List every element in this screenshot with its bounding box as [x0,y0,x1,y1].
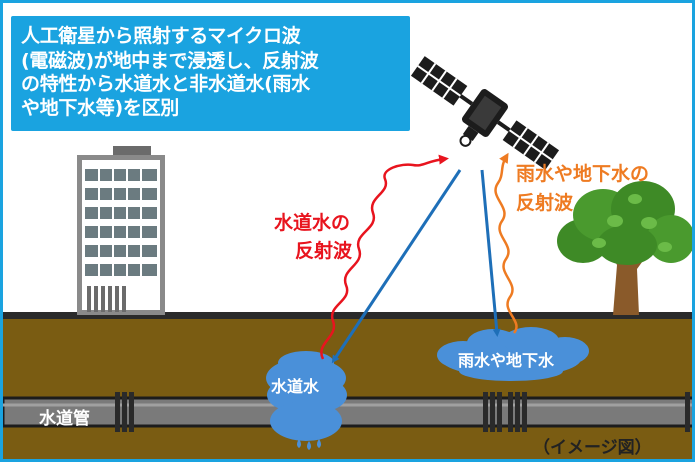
water-pipe-label: 水道管 [39,409,90,429]
water-drop-icon [297,439,321,450]
rain-water-reflected-wave [494,152,518,334]
building-icon [77,146,165,315]
explanation-callout: 人工衛星から照射するマイクロ波 (電磁波)が地中まで浸透し、反射波 の特性から水… [11,16,410,131]
incident-wave-to-tap-water [331,169,462,364]
tap-water-reflected-wave [320,154,449,360]
rain-reflect-label-line1: 雨水や地下水の [516,163,650,185]
callout-line-3: の特性から水道水と非水道水(雨水 [21,73,310,95]
ground-surface-line [3,312,692,319]
tap-reflect-label-line2: 反射波 [295,240,353,262]
callout-line-1: 人工衛星から照射するマイクロ波 [21,25,301,47]
satellite-icon [410,56,560,170]
rain-water-puddle [437,327,589,381]
incident-wave-to-rain-water [480,169,501,337]
rain-ground-water-label: 雨水や地下水 [458,351,555,370]
rain-reflect-label-line2: 反射波 [516,192,574,214]
image-note-label: （イメージ図） [533,438,652,458]
callout-line-4: や地下水等)を区別 [21,97,179,119]
tap-reflect-label-line1: 水道水の [274,212,351,234]
tree-icon [557,181,692,315]
tap-water-label: 水道水 [271,377,320,396]
scene-drawing [3,56,692,459]
water-pipe [3,396,692,428]
callout-line-2: (電磁波)が地中まで浸透し、反射波 [21,50,319,72]
tap-water-puddle [266,351,347,441]
